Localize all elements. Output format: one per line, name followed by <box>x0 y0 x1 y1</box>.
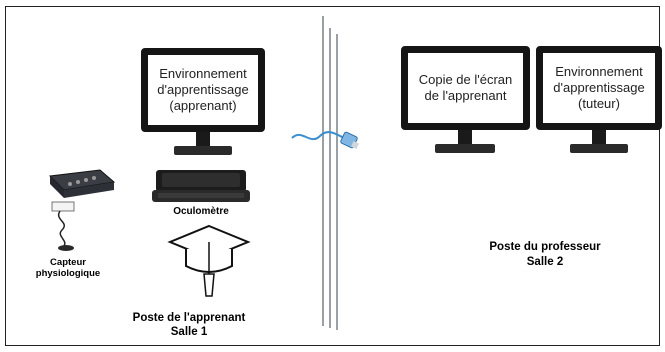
diagram-frame <box>5 6 660 346</box>
screen-copy-monitor-base <box>435 144 495 153</box>
screen-copy-monitor-neck <box>458 130 472 144</box>
network-cable-icon <box>291 131 359 149</box>
eye-tracker-label: Oculomètre <box>173 206 229 217</box>
teacher-room-label: Salle 2 <box>526 256 564 268</box>
learner-room-label: Salle 1 <box>170 326 208 338</box>
wall-line <box>322 16 324 326</box>
screen-copy-text: Copie de l'écran de l'apprenant <box>418 72 513 103</box>
tutor-monitor-base <box>570 144 628 153</box>
sensor-device-icon <box>48 169 116 251</box>
tutor-monitor-screen: Environnement d'apprentissage (tuteur) <box>536 46 662 130</box>
learner-monitor-base <box>174 146 232 155</box>
learner-monitor-screen: Environnement d'apprentissage (apprenant… <box>141 48 265 132</box>
wall-line <box>329 28 331 328</box>
screen-copy-monitor-screen: Copie de l'écran de l'apprenant <box>401 46 530 130</box>
eye-tracker-device-icon <box>152 170 250 202</box>
tutor-monitor-neck <box>592 130 606 144</box>
graduation-cap-icon <box>167 224 251 297</box>
wall-line <box>336 34 338 330</box>
tutor-monitor-text: Environnement d'apprentissage (tuteur) <box>553 64 645 111</box>
learner-monitor-text: Environnement d'apprentissage (apprenant… <box>157 66 249 113</box>
teacher-station-title: Poste du professeur <box>489 241 601 253</box>
learner-station-title: Poste de l'apprenant <box>132 312 246 324</box>
sensor-label: Capteur physiologique <box>35 257 101 279</box>
learner-monitor-neck <box>196 132 210 146</box>
